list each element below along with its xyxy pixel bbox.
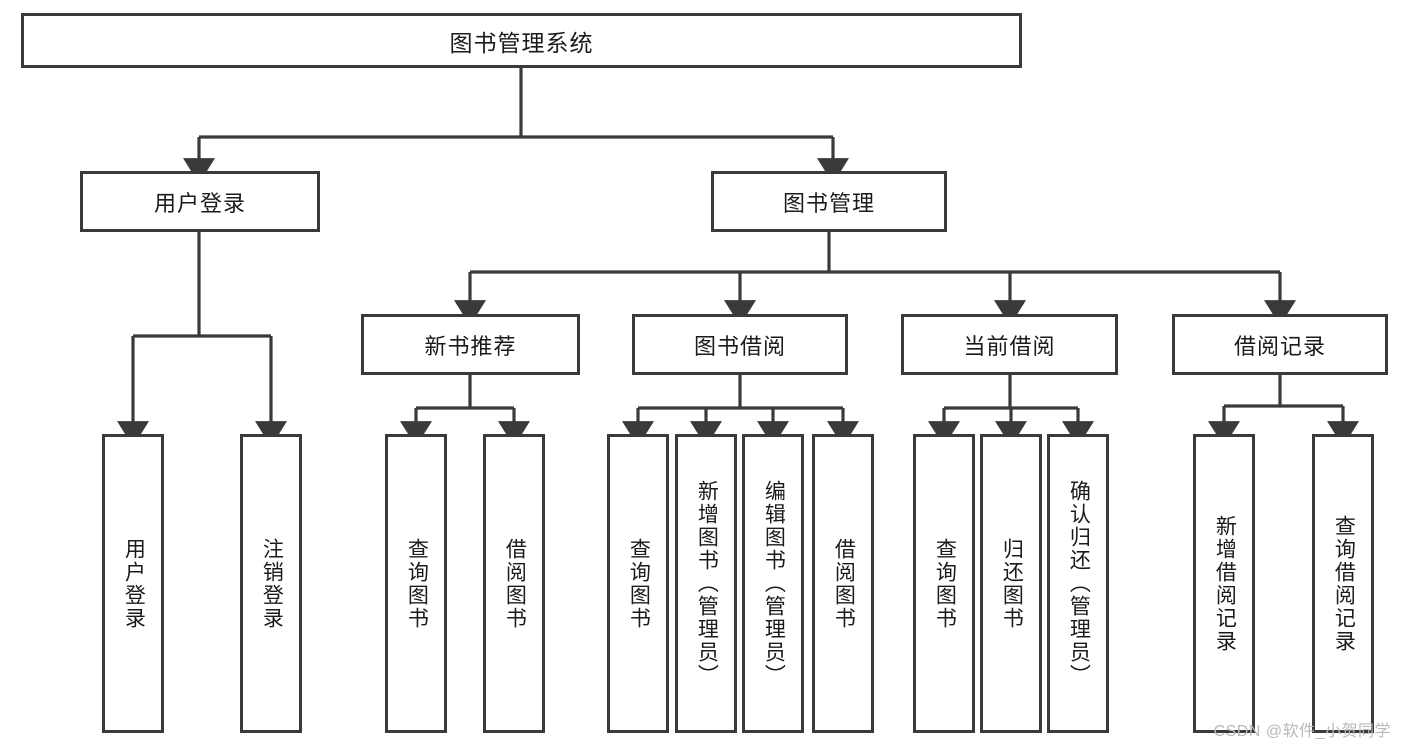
node-current-borrow[interactable]: 当前借阅 (901, 314, 1118, 375)
leaf-logout-login-label: 注销登录 (260, 537, 284, 630)
leaf-edit-book-label: 编辑图书（管理员） (762, 480, 786, 687)
node-root[interactable]: 图书管理系统 (21, 13, 1022, 68)
leaf-add-book[interactable]: 新增图书（管理员） (675, 434, 737, 733)
leaf-add-record[interactable]: 新增借阅记录 (1193, 434, 1255, 733)
leaf-query-record[interactable]: 查询借阅记录 (1312, 434, 1374, 733)
node-user-login[interactable]: 用户登录 (80, 171, 320, 232)
leaf-confirm-return-label: 确认归还（管理员） (1067, 480, 1091, 687)
leaf-query-record-label: 查询借阅记录 (1332, 514, 1356, 653)
leaf-logout-login[interactable]: 注销登录 (240, 434, 302, 733)
leaf-query-book-2[interactable]: 查询图书 (607, 434, 669, 733)
node-new-book-recommend[interactable]: 新书推荐 (361, 314, 580, 375)
node-book-borrow[interactable]: 图书借阅 (632, 314, 848, 375)
leaf-add-book-label: 新增图书（管理员） (695, 480, 719, 687)
node-book-manage[interactable]: 图书管理 (711, 171, 947, 232)
leaf-query-book-2-label: 查询图书 (627, 537, 651, 630)
leaf-query-book-1[interactable]: 查询图书 (385, 434, 447, 733)
leaf-user-login[interactable]: 用户登录 (102, 434, 164, 733)
leaf-borrow-book-1-label: 借阅图书 (503, 537, 527, 630)
leaf-query-book-1-label: 查询图书 (405, 537, 429, 630)
leaf-borrow-book-2-label: 借阅图书 (832, 537, 856, 630)
leaf-borrow-book-1[interactable]: 借阅图书 (483, 434, 545, 733)
leaf-query-book-3[interactable]: 查询图书 (913, 434, 975, 733)
leaf-borrow-book-2[interactable]: 借阅图书 (812, 434, 874, 733)
leaf-return-book-label: 归还图书 (1000, 537, 1024, 630)
leaf-query-book-3-label: 查询图书 (933, 537, 957, 630)
leaf-edit-book[interactable]: 编辑图书（管理员） (742, 434, 804, 733)
leaf-confirm-return[interactable]: 确认归还（管理员） (1047, 434, 1109, 733)
leaf-return-book[interactable]: 归还图书 (980, 434, 1042, 733)
watermark-text: CSDN @软件_小贺同学 (1213, 723, 1391, 740)
leaf-add-record-label: 新增借阅记录 (1213, 514, 1237, 653)
node-borrow-record[interactable]: 借阅记录 (1172, 314, 1388, 375)
leaf-user-login-label: 用户登录 (122, 537, 146, 630)
